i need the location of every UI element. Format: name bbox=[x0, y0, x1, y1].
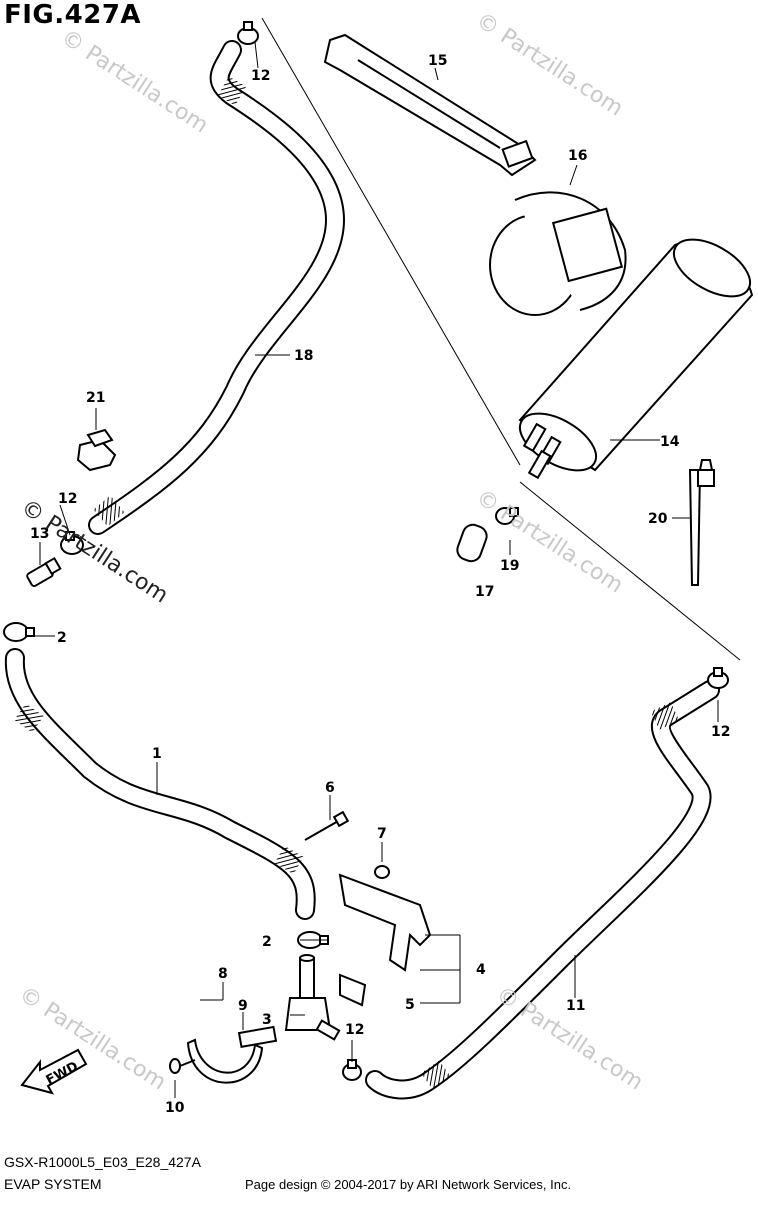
clamp-21[interactable] bbox=[76, 428, 117, 472]
bracket-4[interactable] bbox=[338, 873, 432, 972]
callout-12: 12 bbox=[711, 724, 730, 740]
figure-title: FIG.427A bbox=[4, 0, 142, 30]
tie-20[interactable] bbox=[688, 459, 715, 586]
callout-5: 5 bbox=[405, 997, 415, 1013]
callout-12: 12 bbox=[58, 491, 77, 507]
canister-14[interactable] bbox=[511, 228, 758, 482]
callout-19: 19 bbox=[500, 558, 519, 574]
callout-11: 11 bbox=[566, 998, 585, 1014]
reference-line-lower bbox=[519, 481, 741, 661]
clamp-2-upper[interactable] bbox=[3, 622, 35, 642]
fwd-arrow-icon: FWD bbox=[20, 1048, 88, 1095]
callout-17: 17 bbox=[475, 584, 494, 600]
callout-1: 1 bbox=[152, 746, 162, 762]
screw-10[interactable] bbox=[169, 1058, 196, 1074]
callout-2: 2 bbox=[262, 934, 272, 950]
valve-3[interactable] bbox=[284, 954, 341, 1041]
leader-lines bbox=[34, 41, 719, 1098]
sleeve-16[interactable] bbox=[489, 191, 627, 316]
callout-6: 6 bbox=[325, 780, 335, 796]
callout-21: 21 bbox=[86, 390, 105, 406]
clamp-12-bottom[interactable] bbox=[342, 1059, 362, 1081]
callout-7: 7 bbox=[377, 826, 387, 842]
callout-12: 12 bbox=[251, 68, 270, 84]
model-code: GSX-R1000L5_E03_E28_427A bbox=[4, 1154, 201, 1170]
callout-12: 12 bbox=[345, 1022, 364, 1038]
hose-1[interactable] bbox=[4, 648, 316, 920]
bracket-5[interactable] bbox=[339, 973, 367, 1007]
callout-20: 20 bbox=[648, 511, 668, 527]
callout-10: 10 bbox=[165, 1100, 185, 1116]
callout-2: 2 bbox=[57, 630, 67, 646]
callout-15: 15 bbox=[428, 53, 447, 69]
clamp-19[interactable] bbox=[495, 507, 519, 525]
callout-14: 14 bbox=[660, 434, 680, 450]
rivet-6[interactable] bbox=[304, 810, 350, 841]
washer-7[interactable] bbox=[374, 865, 390, 879]
reference-line-upper bbox=[261, 17, 521, 466]
hose-11[interactable] bbox=[365, 680, 720, 1100]
callout-16: 16 bbox=[568, 148, 587, 164]
callout-13: 13 bbox=[30, 526, 49, 542]
cap-17[interactable] bbox=[455, 522, 490, 564]
strap-15[interactable] bbox=[323, 33, 537, 177]
clamp-8-9[interactable] bbox=[186, 1025, 278, 1084]
callout-4: 4 bbox=[476, 962, 486, 978]
fitting-13[interactable] bbox=[26, 556, 62, 587]
clamp-12-top[interactable] bbox=[237, 21, 259, 45]
callout-9: 9 bbox=[238, 998, 248, 1014]
system-name: EVAP SYSTEM bbox=[4, 1176, 102, 1192]
hose-18[interactable] bbox=[88, 40, 346, 535]
clamp-12-right[interactable] bbox=[707, 667, 729, 689]
callout-8: 8 bbox=[218, 966, 228, 982]
callout-3: 3 bbox=[262, 1012, 272, 1028]
credit-line: Page design © 2004-2017 by ARI Network S… bbox=[245, 1177, 572, 1192]
callout-18: 18 bbox=[294, 348, 313, 364]
clamp-12-left[interactable] bbox=[60, 531, 84, 555]
